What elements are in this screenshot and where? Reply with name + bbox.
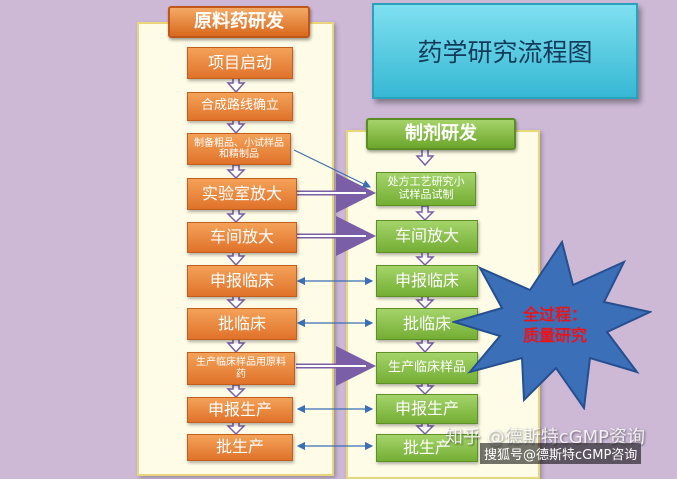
formulation-header: 制剂研发 — [366, 118, 516, 150]
sohu-watermark: 搜狐号@德斯特cGMP咨询 — [480, 443, 642, 464]
left-step-clinical-approval: 批临床 — [187, 308, 297, 340]
right-step-production-approval: 批生产 — [376, 434, 478, 462]
quality-callout: 全过程： 质量研究 — [505, 305, 605, 347]
left-step-project-start: 项目启动 — [187, 47, 293, 79]
page-title: 药学研究流程图 — [372, 3, 638, 99]
right-step-clinical-filing: 申报临床 — [376, 265, 478, 297]
left-step-workshop-scaleup: 车间放大 — [187, 222, 297, 253]
left-step-clinical-filing: 申报临床 — [187, 265, 297, 297]
right-step-formulation-study: 处方工艺研究小试样品试制 — [376, 172, 476, 206]
right-step-clinical-samples: 生产临床样品 — [376, 352, 478, 384]
right-down-arrows — [415, 147, 435, 436]
left-step-production-filing: 申报生产 — [187, 397, 293, 423]
raw-material-header: 原料药研发 — [168, 6, 310, 38]
cross-arrows — [293, 149, 376, 386]
right-step-production-filing: 申报生产 — [376, 394, 478, 424]
quality-starburst — [452, 240, 652, 410]
left-step-production-approval: 批生产 — [187, 434, 293, 461]
left-step-lab-scaleup: 实验室放大 — [187, 178, 297, 210]
zhihu-watermark: 知乎 @德斯特cGMP资询 — [445, 427, 645, 448]
left-down-arrows — [226, 76, 246, 436]
thin-link-arrows — [296, 276, 374, 451]
left-step-sample-prep: 制备粗品、小试样品和精制品 — [187, 133, 291, 165]
left-step-route-confirm: 合成路线确立 — [187, 92, 293, 121]
callout-line2: 质量研究 — [522, 325, 587, 345]
right-step-workshop-scaleup: 车间放大 — [376, 220, 478, 253]
connector-layer — [226, 76, 435, 451]
left-step-clinical-api: 生产临床样品用原料药 — [187, 352, 295, 385]
callout-line1: 全过程： — [522, 305, 587, 324]
